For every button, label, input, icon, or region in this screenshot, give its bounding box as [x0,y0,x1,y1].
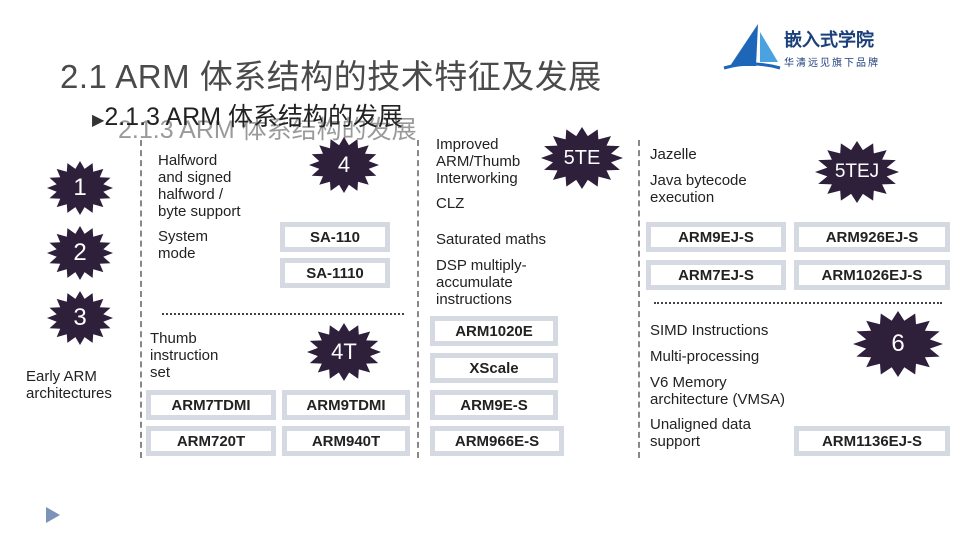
logo-tagline: 华清远见旗下品牌 [784,58,880,69]
feature-text: DSP multiply- accumulate instructions [436,257,527,308]
star-badge-2: 2 [46,225,114,281]
core-box: SA-110 [280,222,390,252]
star-badge-4t: 4T [306,322,382,382]
divider-2 [417,140,419,458]
subtitle-shadow: 2.1.3 ARM 体系结构的发展 [118,116,417,144]
core-box: ARM966E-S [430,426,564,456]
star-icon [309,137,379,193]
logo-name: 嵌入式学院 [784,30,874,50]
core-box: ARM940T [282,426,410,456]
divider-3 [638,140,640,458]
feature-text: Thumb instruction set [150,330,219,381]
core-box: ARM9EJ-S [646,222,786,252]
core-box: SA-1110 [280,258,390,288]
core-box: XScale [430,353,558,383]
core-box: ARM1026EJ-S [794,260,950,290]
feature-text: Java bytecode execution [650,172,747,206]
star-badge-6: 6 [852,310,944,378]
star-icon [47,291,113,345]
next-slide-icon[interactable] [45,506,61,524]
star-icon [307,323,381,381]
feature-text: Multi-processing [650,348,760,365]
divider-h1 [162,313,404,315]
feature-text: SIMD Instructions [650,322,769,339]
sail-logo-icon [723,24,781,70]
star-icon [815,141,899,203]
core-box: ARM9TDMI [282,390,410,420]
slide-subtitle: ▶2.1.3 ARM 体系结构的发展 [92,103,403,131]
feature-text: Jazelle [650,146,697,163]
core-box: ARM720T [146,426,276,456]
core-box: ARM7EJ-S [646,260,786,290]
logo: 嵌入式学院 华清远见旗下品牌 [722,22,922,72]
star-badge-3: 3 [46,290,114,346]
feature-text: Saturated maths [436,231,547,248]
slide-title: 2.1 ARM 体系结构的技术特征及发展 [60,58,602,95]
bullet-arrow-icon: ▶ [92,112,105,129]
star-icon [853,311,943,377]
feature-text: CLZ [436,195,465,212]
star-icon [541,127,623,189]
feature-text: Unaligned data support [650,416,751,450]
core-box: ARM926EJ-S [794,222,950,252]
core-box: ARM1136EJ-S [794,426,950,456]
star-badge-5te: 5TE [540,126,624,190]
core-box: ARM1020E [430,316,558,346]
divider-1 [140,140,142,458]
star-icon [47,226,113,280]
star-badge-4: 4 [308,136,380,194]
feature-text: V6 Memory architecture (VMSA) [650,374,786,408]
feature-text: Improved ARM/Thumb Interworking [436,136,521,187]
early-arch-label: Early ARM architectures [26,368,112,402]
feature-text: System mode [158,228,209,262]
feature-text: Halfword and signed halfword / byte supp… [158,152,241,220]
divider-h2 [654,302,942,304]
core-box: ARM9E-S [430,390,558,420]
star-badge-1: 1 [46,160,114,216]
star-icon [47,161,113,215]
core-box: ARM7TDMI [146,390,276,420]
star-badge-5tej: 5TEJ [814,140,900,204]
